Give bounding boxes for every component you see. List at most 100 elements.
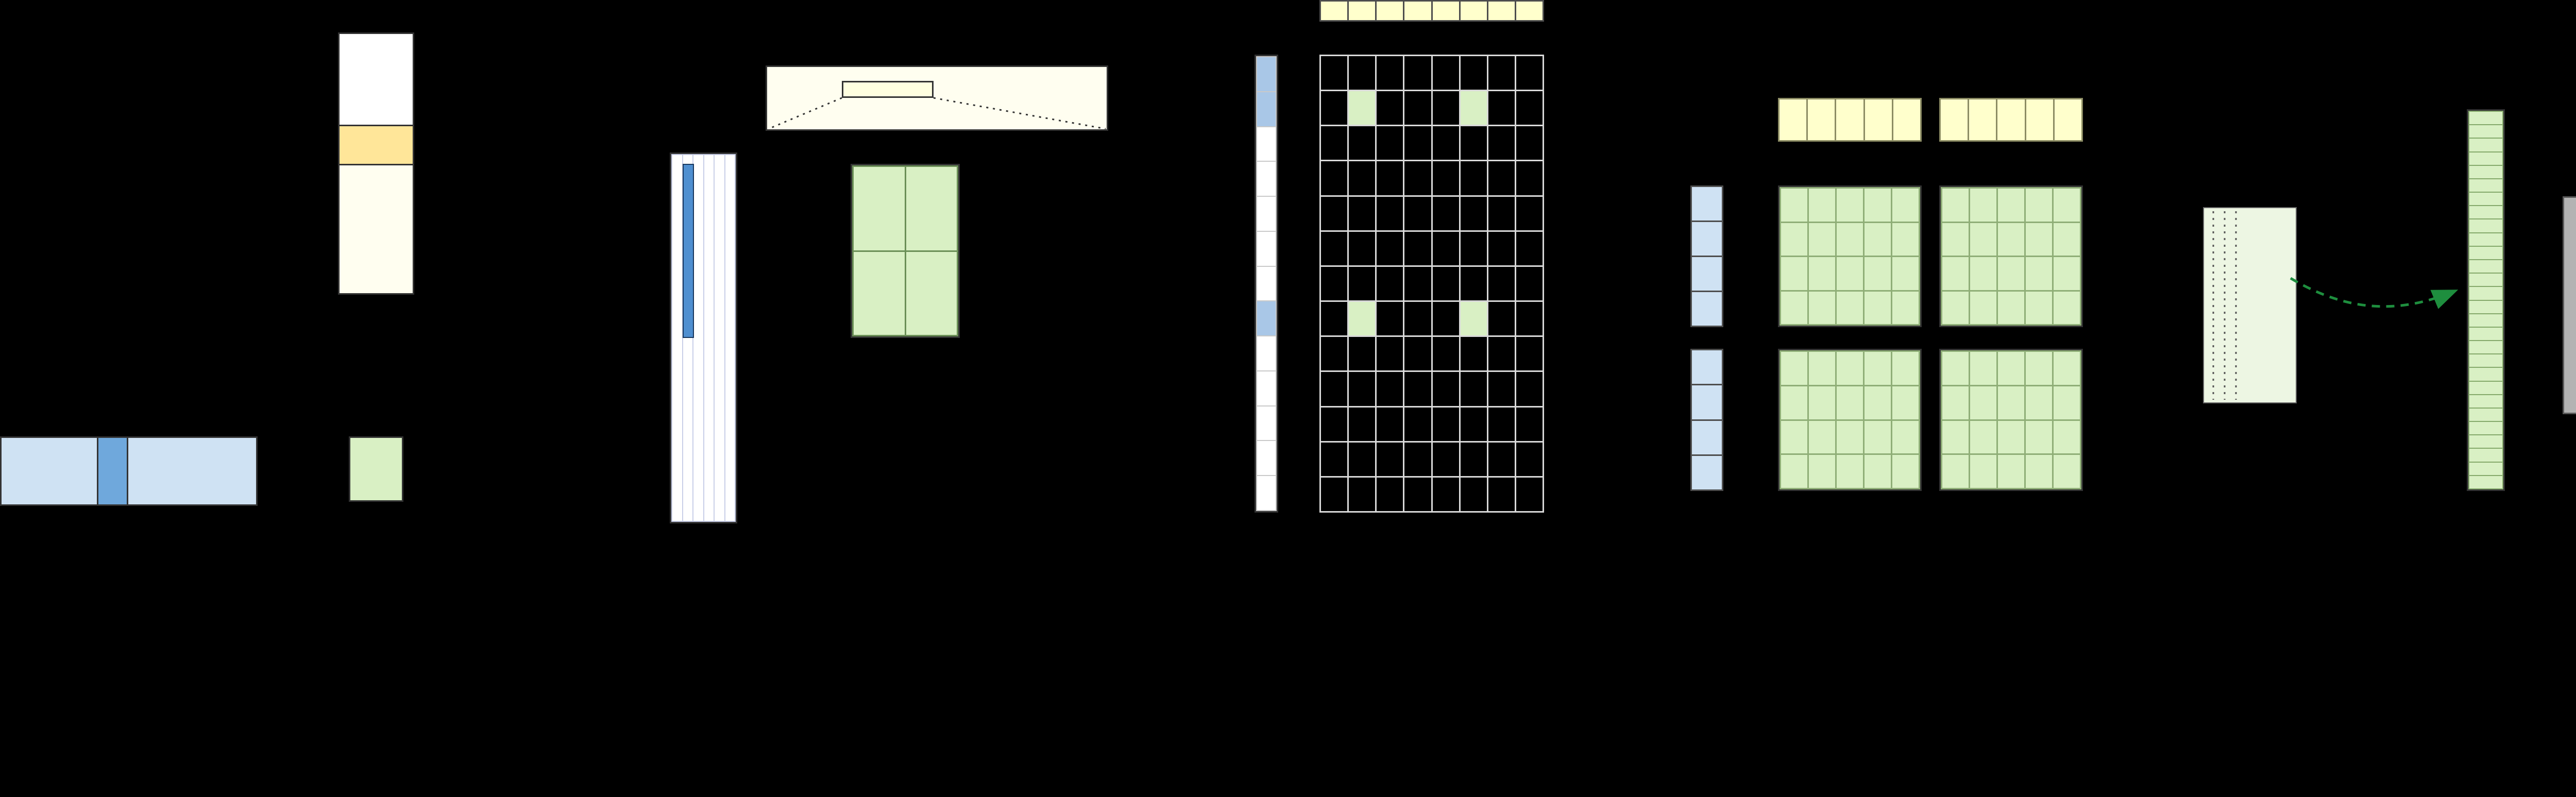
grid-cell bbox=[1377, 372, 1403, 406]
grid-cell bbox=[1998, 420, 2024, 454]
green-tile-grid-top-left bbox=[1778, 185, 1922, 327]
grid-cell bbox=[1349, 477, 1376, 511]
grid-cell bbox=[1892, 189, 1919, 222]
grid-cell bbox=[2469, 125, 2502, 138]
grid-cell bbox=[1257, 127, 1276, 161]
grid-cell bbox=[1865, 352, 1891, 385]
grid-cell bbox=[1809, 189, 1835, 222]
grid-cell bbox=[1349, 266, 1376, 301]
grid-cell bbox=[1460, 91, 1487, 125]
segment bbox=[127, 438, 256, 504]
grid-cell bbox=[1432, 126, 1459, 160]
grid-cell bbox=[1460, 126, 1487, 160]
grid-cell bbox=[2026, 420, 2052, 454]
grid-cell bbox=[1349, 2, 1376, 20]
grid-cell bbox=[1404, 91, 1431, 125]
grid-cell bbox=[1432, 91, 1459, 125]
grid-cell bbox=[2469, 274, 2502, 286]
grid-cell bbox=[1257, 231, 1276, 266]
grid-cell bbox=[2469, 233, 2502, 246]
ivory-strip bbox=[766, 65, 1108, 131]
grid-cell bbox=[2054, 420, 2080, 454]
grid-cell bbox=[1257, 162, 1276, 196]
grid-cell bbox=[1837, 386, 1863, 419]
grid-cell bbox=[1488, 56, 1515, 90]
grid-cell bbox=[1941, 99, 1968, 140]
grid-cell bbox=[1377, 91, 1403, 125]
tile-header-bar-right bbox=[1939, 98, 2083, 142]
grid-cell bbox=[1432, 477, 1459, 511]
grid-cell bbox=[1349, 407, 1376, 441]
row-highlight-strip bbox=[1255, 55, 1278, 513]
grid-cell bbox=[1865, 99, 1892, 140]
grid-cell bbox=[2469, 246, 2502, 259]
grid-cell bbox=[1692, 350, 1722, 384]
grid-cell bbox=[1970, 420, 1996, 454]
grid-cell bbox=[1488, 442, 1515, 476]
grid-cell bbox=[1488, 337, 1515, 371]
segment bbox=[340, 34, 413, 125]
grid-cell bbox=[2469, 219, 2502, 232]
grid-cell bbox=[1460, 477, 1487, 511]
grid-cell bbox=[1404, 126, 1431, 160]
highlighted-column-bar bbox=[683, 164, 694, 338]
grid-cell bbox=[1349, 372, 1376, 406]
grid-cell bbox=[1865, 257, 1891, 290]
grid-cell bbox=[1321, 337, 1348, 371]
tile-header-bar-left bbox=[1778, 98, 1922, 142]
grid-cell bbox=[1404, 337, 1431, 371]
grid-cell bbox=[1837, 257, 1863, 290]
grid-cell bbox=[2054, 291, 2080, 324]
grid-cell bbox=[1321, 477, 1348, 511]
grid-cell bbox=[1257, 266, 1276, 301]
grid-cell bbox=[1893, 99, 1920, 140]
grid-cell bbox=[1257, 92, 1276, 126]
grid-cell bbox=[2469, 341, 2502, 354]
grid-cell bbox=[1892, 257, 1919, 290]
grid-cell bbox=[1998, 223, 2024, 256]
grid-cell bbox=[1432, 231, 1459, 265]
grid-cell bbox=[1257, 336, 1276, 370]
grid-cell bbox=[1377, 302, 1403, 336]
grid-cell bbox=[1781, 223, 1807, 256]
grid-cell bbox=[2054, 386, 2080, 419]
grid-cell bbox=[1892, 386, 1919, 419]
grid-cell bbox=[1998, 455, 2024, 488]
grid-cell bbox=[1488, 126, 1515, 160]
pale-green-panel bbox=[2203, 207, 2297, 403]
grid-cell bbox=[1692, 420, 1722, 454]
grid-cell bbox=[1809, 386, 1835, 419]
grid-cell bbox=[2469, 435, 2502, 448]
grid-cell bbox=[2026, 386, 2052, 419]
blue-row-vector bbox=[0, 436, 258, 506]
grid-cell bbox=[1349, 161, 1376, 195]
grid-cell bbox=[704, 155, 714, 521]
grid-cell bbox=[1432, 266, 1459, 301]
grid-cell bbox=[715, 155, 724, 521]
grid-cell bbox=[1432, 196, 1459, 230]
grid-cell bbox=[1488, 2, 1515, 20]
grid-cell bbox=[1488, 91, 1515, 125]
grid-cell bbox=[906, 167, 957, 250]
grid-cell bbox=[1257, 441, 1276, 476]
segment bbox=[340, 163, 413, 293]
grid-cell bbox=[1865, 386, 1891, 419]
green-striped-vector bbox=[2467, 109, 2505, 491]
grid-cell bbox=[1321, 372, 1348, 406]
grid-cell bbox=[1349, 302, 1376, 336]
grid-cell bbox=[1781, 386, 1807, 419]
grid-cell bbox=[1516, 302, 1543, 336]
grid-cell bbox=[1942, 352, 1969, 385]
grid-cell bbox=[1257, 197, 1276, 231]
grid-cell bbox=[1809, 223, 1835, 256]
grid-cell bbox=[1837, 455, 1863, 488]
grid-cell bbox=[2469, 381, 2502, 394]
grid-cell bbox=[1998, 291, 2024, 324]
grid-cell bbox=[1942, 257, 1969, 290]
grid-cell bbox=[2469, 422, 2502, 435]
grid-cell bbox=[854, 251, 905, 335]
grid-cell bbox=[1404, 302, 1431, 336]
grid-cell bbox=[1321, 91, 1348, 125]
grid-cell bbox=[1836, 99, 1863, 140]
